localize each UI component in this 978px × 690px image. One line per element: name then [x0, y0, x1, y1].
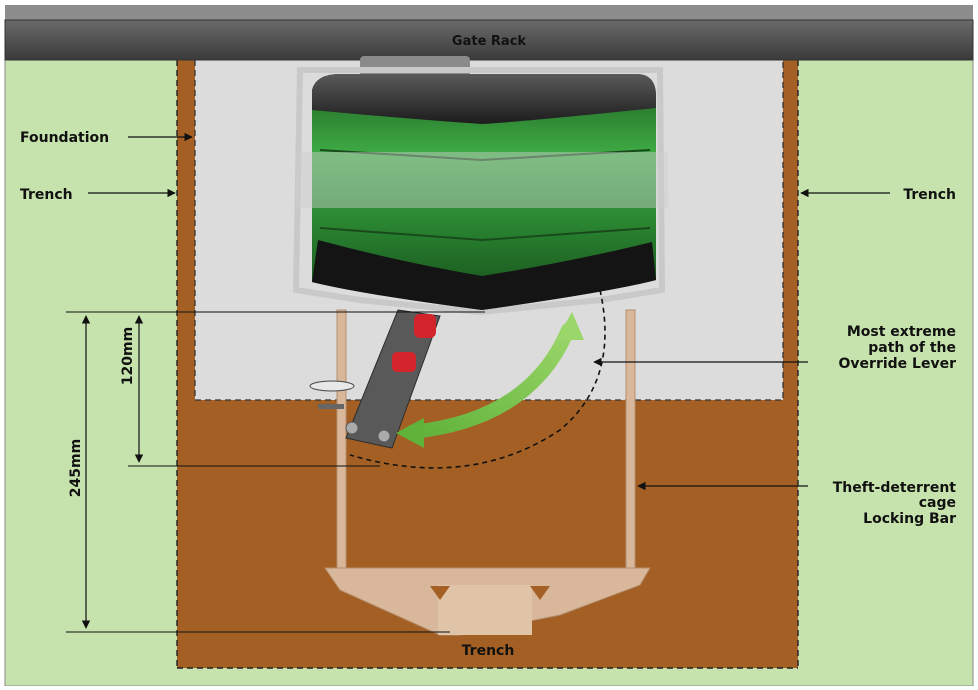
trench-left-label: Trench	[20, 187, 73, 203]
gate-rack-top-strip	[5, 5, 973, 20]
cage-label-line3: Locking Bar	[863, 511, 956, 527]
dim-245mm-label: 245mm	[68, 439, 84, 497]
theft-deterrent-cage	[324, 309, 651, 636]
trench-bottom-label: Trench	[462, 643, 515, 659]
lever-path-label-line1: Most extreme	[847, 324, 956, 340]
gate-rack-label: Gate Rack	[452, 34, 526, 49]
gate-rack-bar	[4, 19, 974, 61]
override-lever-path	[349, 289, 606, 469]
lever-path-label-line3: Override Lever	[839, 356, 957, 372]
trench-right-label: Trench	[903, 187, 956, 203]
lever-path-label-line2: path of the	[868, 340, 956, 356]
cage-label-line2: cage	[919, 495, 956, 511]
override-lever	[309, 309, 441, 449]
dim-120mm-label: 120mm	[120, 327, 136, 385]
lever-motion-arrow	[396, 312, 584, 448]
cage-label-line1: Theft-deterrent	[833, 480, 957, 496]
gate-motor-unit	[292, 56, 668, 316]
foundation-label: Foundation	[20, 130, 109, 146]
foundation-outline	[194, 60, 784, 401]
